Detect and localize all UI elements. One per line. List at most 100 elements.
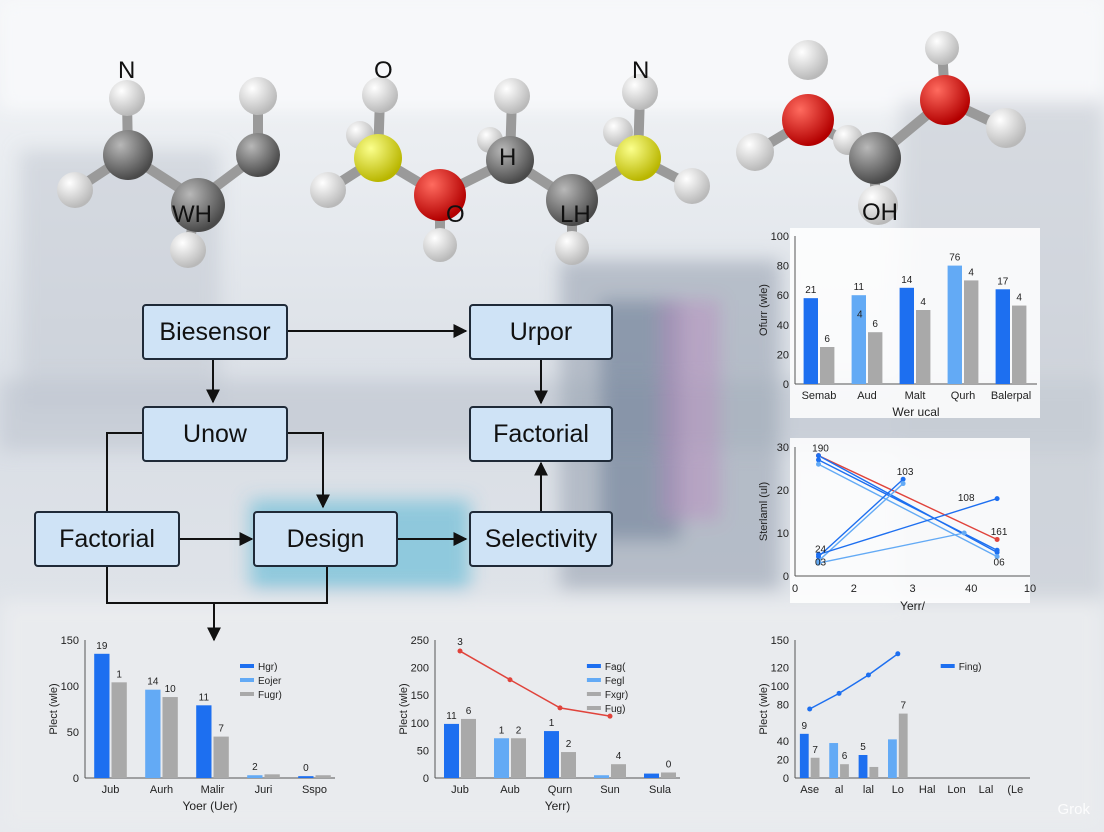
molecule-3: OH [736, 31, 1026, 226]
chart-3-y-tick: 50 [67, 727, 79, 739]
chart-2-x-tick: 2 [851, 583, 857, 595]
chart-5-y-tick: 20 [777, 755, 789, 767]
molecule-2-label-lh: LH [560, 201, 591, 228]
chart-4-y-tick: 50 [417, 745, 429, 757]
chart-5-y-tick: 100 [771, 681, 789, 693]
chart-5-data-label: 7 [900, 701, 906, 712]
chart-2-point-label: 161 [991, 527, 1008, 538]
molecule-3-label-oh: OH [862, 199, 898, 226]
chart-1-x-tick: Balerpal [991, 390, 1031, 402]
chart-5-bar [810, 757, 820, 778]
chart-1-bar [868, 332, 883, 384]
chart-3-bar [264, 774, 280, 778]
chart-4-data-label: 6 [466, 706, 472, 717]
chart-5-bar [799, 733, 809, 778]
chart-4-line-point [457, 648, 463, 654]
chart-3-y-tick: 100 [61, 681, 79, 693]
chart-1-y-tick: 80 [777, 261, 789, 273]
chart-3-y-tick: 150 [61, 635, 79, 647]
chart-5-bar [858, 755, 868, 778]
chart-5-y-tick: 0 [783, 773, 789, 785]
chart-1-data-label: 4 [920, 297, 926, 308]
chart-4-bar [544, 731, 559, 778]
chart-1-y-tick: 20 [777, 349, 789, 361]
flow-node-biesensor: Biesensor [142, 304, 288, 360]
chart-2-series-line [818, 478, 904, 558]
chart-1-data-label: 14 [901, 275, 913, 286]
chart-4-x-tick: Sun [600, 784, 620, 796]
chart-3-bar [315, 775, 331, 778]
chart-2-y-tick: 0 [783, 571, 789, 583]
chart-3-y-tick: 0 [73, 773, 79, 785]
chart-4-bar [511, 738, 526, 778]
chart-2-series-line [818, 454, 998, 541]
chart-4-bar [444, 723, 459, 778]
chart-4-y-tick: 200 [411, 663, 429, 675]
chart-4-data-label: 11 [446, 711, 457, 722]
molecule-1-label-n: N [118, 57, 135, 84]
chart-3-data-label: 11 [199, 692, 210, 703]
chart-5-x-tick: (Le [1007, 784, 1023, 796]
chart-2-series-line [818, 532, 965, 564]
chart-3-x-tick: Malir [201, 784, 225, 796]
chart-5-y-tick: 40 [777, 736, 789, 748]
chart-3-bar [247, 775, 263, 778]
chart-5-line-point [807, 706, 813, 712]
chart-4-line-point [607, 713, 613, 719]
chart-3-legend-swatch [240, 692, 254, 696]
chart-4-data-label: 4 [616, 751, 622, 762]
chart-5-y-tick: 120 [771, 663, 789, 675]
chart-2-point [994, 554, 1000, 560]
chart-2-y-tick: 30 [777, 442, 789, 454]
chart-4-bar [461, 718, 476, 778]
chart-4-bar [611, 764, 626, 778]
chart-2-point [961, 530, 967, 536]
chart-4-legend-label: Fag( [605, 662, 626, 673]
chart-3-bar [162, 697, 178, 778]
chart-4-y-label: Plect (wle) [398, 683, 410, 734]
chart-1-y-label: Ofurr (wle) [758, 284, 770, 336]
chart-2-point [816, 457, 821, 463]
chart-1-data-label: 6 [824, 334, 830, 345]
flow-node-selectivity: Selectivity [469, 511, 613, 567]
chart-3-data-label: 0 [303, 763, 309, 774]
chart-2-point-label: 03 [815, 557, 827, 568]
chart-3-bar [298, 776, 314, 778]
chart-1-bar [851, 295, 866, 384]
chart-5-bar [869, 766, 879, 778]
chart-5-y-label: Plect (wle) [758, 683, 770, 734]
chart-2-point-label: 24 [815, 544, 827, 555]
chart-2-x-tick: 10 [1024, 583, 1036, 595]
chart-2-series-line [818, 483, 904, 562]
chart-3-data-label: 7 [218, 724, 224, 735]
chart-4-line-label: 3 [457, 637, 463, 648]
chart-2-point [816, 552, 821, 557]
chart-3-y-label: Plect (wle) [48, 683, 60, 734]
chart-3-data-label: 2 [252, 762, 258, 773]
chart-1-bar [916, 310, 931, 384]
chart-1-y-tick: 0 [783, 379, 789, 391]
chart-5-x-tick: Hal [919, 784, 936, 796]
chart-5-line [809, 653, 899, 710]
chart-1-data-label: 6 [872, 319, 878, 330]
chart-3-bar [145, 689, 161, 778]
chart-1-data-label: 76 [949, 253, 961, 264]
chart-5-line-point [836, 690, 842, 696]
chart-2-point-label: 06 [994, 557, 1006, 568]
chart-5-x-tick: Ase [800, 784, 819, 796]
chart-3-data-label: 19 [96, 641, 108, 652]
chart-3-data-label: 10 [165, 684, 177, 695]
chart-4-data-label: 0 [666, 759, 672, 770]
chart-5-legend-label: Fing) [959, 662, 982, 673]
chart-1-x-tick: Aud [857, 390, 877, 402]
chart-1-y-tick: 100 [771, 231, 789, 243]
chart-4-legend-swatch [586, 664, 601, 668]
molecule-2-label-n: N [632, 57, 649, 84]
chart-4-data-label: 2 [566, 739, 572, 750]
chart-5-bar [829, 743, 839, 778]
